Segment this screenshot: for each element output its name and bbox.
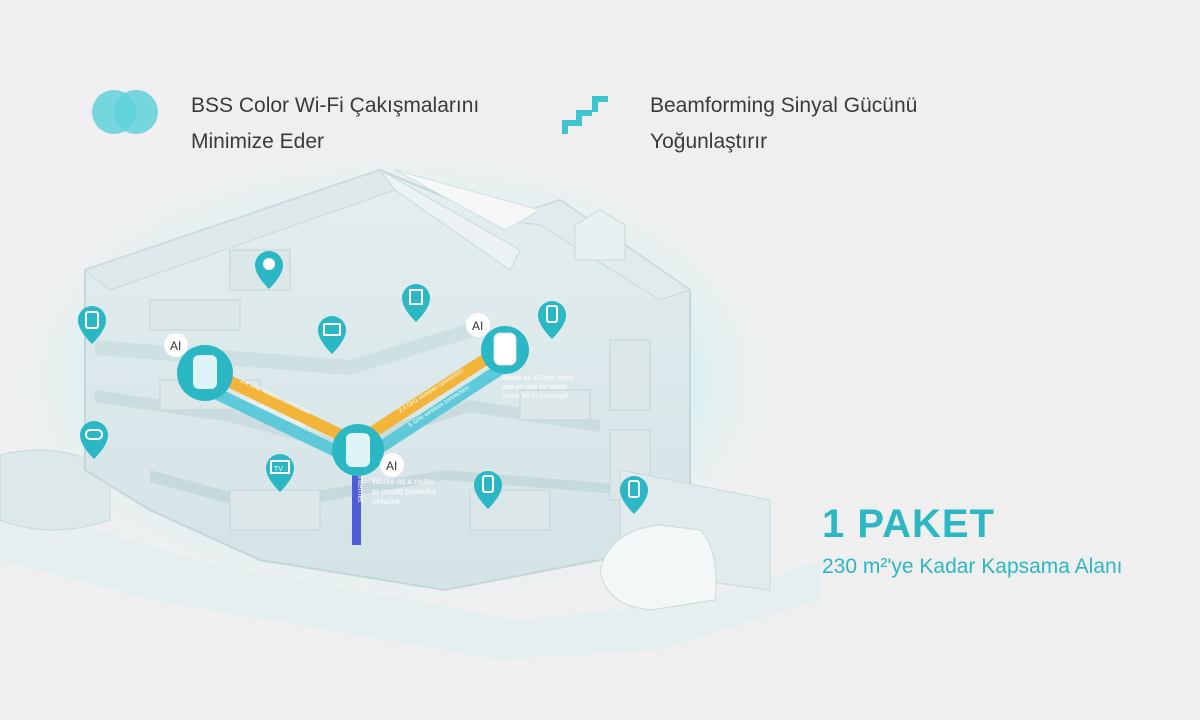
- promo-title: 1 PAKET: [822, 502, 995, 546]
- feature-bss-color: BSS Color Wi-Fi Çakışmalarını Minimize E…: [92, 88, 479, 160]
- promo-block: 1 PAKET 230 m²'ye Kadar Kapsama Alanı: [822, 500, 1123, 582]
- ai-badge-left: AI: [164, 333, 188, 357]
- feature-bss-line1: BSS Color Wi-Fi Çakışmalarını: [191, 94, 480, 117]
- overlapping-circles-icon: [92, 90, 158, 134]
- roof-right: [379, 169, 521, 271]
- svg-text:to create powerful: to create powerful: [372, 487, 436, 496]
- deco-unit-left: [177, 345, 233, 401]
- addon-unit-caption: Works as a Deco mesh add-on unit for who…: [502, 375, 574, 400]
- tv-icon: TV: [266, 454, 294, 492]
- roof-arrow: [394, 169, 542, 231]
- internet-line: [352, 465, 361, 545]
- pool: [0, 449, 111, 531]
- svg-text:home Wi-Fi coverage: home Wi-Fi coverage: [502, 393, 569, 400]
- feature-beamforming: Beamforming Sinyal Gücünü Yoğunlaştırır: [562, 88, 917, 160]
- svg-text:add-on unit for whole: add-on unit for whole: [502, 384, 567, 391]
- feature-bss-line2: Minimize Eder: [191, 130, 325, 153]
- tablet-icon: [78, 306, 106, 344]
- ground-platform: [0, 500, 820, 660]
- feature-beam-line2: Yoğunlaştırır: [650, 130, 768, 153]
- svg-text:AI: AI: [386, 459, 397, 473]
- cloud-device-icon: [255, 251, 283, 289]
- ai-badge-right: AI: [466, 313, 490, 337]
- main-unit-caption: Works as a router to create powerful net…: [372, 477, 436, 506]
- gamepad-icon: [80, 421, 108, 459]
- svg-text:TV: TV: [274, 466, 283, 473]
- phone-icon: [538, 301, 566, 339]
- floor-middle: [95, 390, 600, 452]
- phone-icon-lower: [474, 471, 502, 509]
- deco-unit-right: [481, 326, 529, 374]
- speaker-icon: [402, 284, 430, 322]
- car: [599, 524, 717, 611]
- beamforming-arrows-icon: [562, 96, 608, 134]
- chimney-dormer: [574, 209, 626, 261]
- svg-text:AI: AI: [170, 339, 181, 353]
- svg-text:Works as a Deco mesh: Works as a Deco mesh: [502, 375, 574, 382]
- promo-subtitle: 230 m²'ye Kadar Kapsama Alanı: [822, 555, 1123, 578]
- ai-badge-main: AI: [380, 453, 404, 477]
- feature-beam-line1: Beamforming Sinyal Gücünü: [650, 94, 918, 117]
- deco-unit-main: [332, 424, 384, 476]
- phone-icon-garage: [620, 476, 648, 514]
- monitor-icon: [318, 316, 346, 354]
- internet-label: Internet: [356, 475, 365, 503]
- svg-text:AI: AI: [472, 319, 483, 333]
- svg-text:Works as a router: Works as a router: [372, 477, 435, 486]
- svg-text:network: network: [372, 497, 401, 506]
